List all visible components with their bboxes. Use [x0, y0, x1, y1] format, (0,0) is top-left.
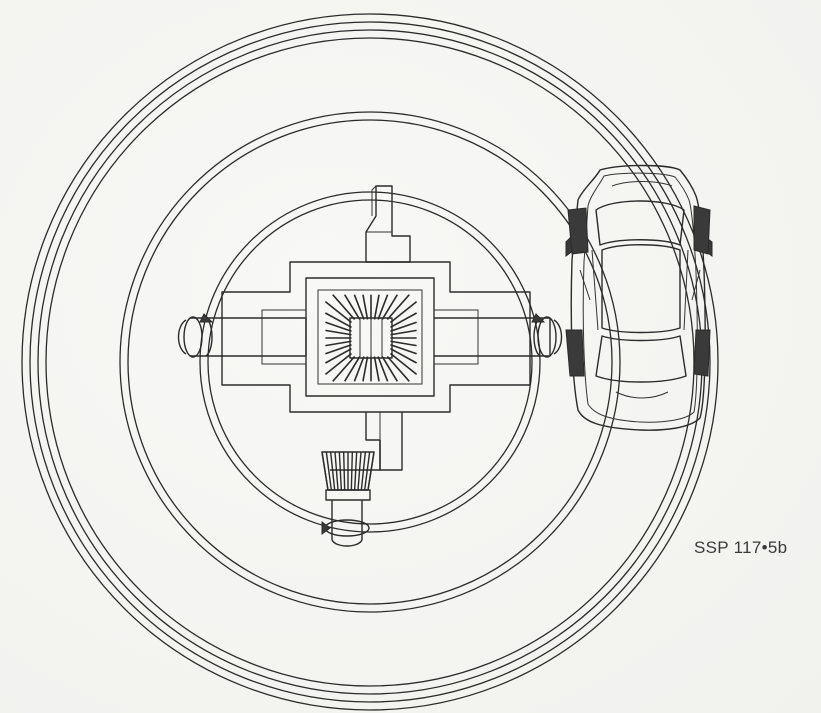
gear-tooth — [325, 321, 352, 333]
ring-gear-teeth — [324, 294, 418, 382]
gear-tooth — [332, 355, 356, 382]
pinion-rib — [325, 451, 333, 491]
gear-tooth — [353, 356, 365, 382]
pinion-rib — [329, 451, 336, 491]
gear-tooth — [390, 329, 417, 336]
gear-tooth — [386, 355, 410, 382]
gear-tooth — [324, 352, 352, 375]
gear-tooth — [325, 329, 352, 336]
pinion-rib — [342, 451, 346, 491]
gear-tooth — [390, 347, 417, 364]
gear-tooth — [390, 312, 417, 329]
track-ring — [21, 13, 719, 711]
pinion-rib — [338, 451, 343, 491]
pinion-rib — [360, 451, 367, 491]
differential-assembly — [177, 185, 563, 547]
gear-tooth — [362, 356, 369, 382]
track-ring — [37, 29, 703, 695]
gear-tooth — [325, 347, 352, 364]
gear-tooth — [343, 294, 361, 320]
gear-tooth — [386, 294, 410, 321]
gear-tooth — [325, 343, 352, 355]
track-ring — [127, 119, 613, 605]
gear-tooth — [381, 356, 399, 382]
gear-tooth — [373, 356, 380, 382]
track-ring — [29, 21, 711, 703]
gear-tooth — [390, 352, 418, 375]
pinion-rib — [357, 451, 362, 491]
track-ring — [45, 37, 695, 687]
gear-tooth — [324, 301, 352, 324]
gear-tooth — [343, 356, 361, 382]
pinion-rib — [363, 451, 371, 491]
gear-tooth — [390, 321, 417, 333]
gear-tooth — [332, 294, 356, 321]
pinion-rib — [321, 451, 329, 491]
gear-tooth — [373, 294, 380, 320]
track-ring — [199, 191, 541, 533]
gear-tooth — [390, 301, 418, 324]
gear-tooth — [381, 294, 399, 320]
pinion-rib — [350, 451, 354, 491]
figure-code-label: SSP 117•5b — [694, 538, 788, 557]
gear-tooth — [325, 312, 352, 329]
car-top-view — [565, 164, 713, 431]
gear-tooth — [325, 340, 352, 347]
gear-tooth — [390, 343, 417, 355]
gear-tooth — [362, 294, 369, 320]
gear-tooth — [390, 340, 417, 347]
pinion-rib — [367, 451, 375, 491]
gear-tooth — [377, 356, 389, 382]
track-ring — [207, 199, 533, 525]
pinion-rib — [334, 451, 339, 491]
gear-tooth — [353, 294, 365, 320]
track-rings — [21, 13, 719, 711]
pinion-gear-ribs — [321, 451, 375, 491]
gear-tooth — [377, 294, 389, 320]
pinion-rib — [353, 451, 358, 491]
track-ring — [119, 111, 621, 613]
